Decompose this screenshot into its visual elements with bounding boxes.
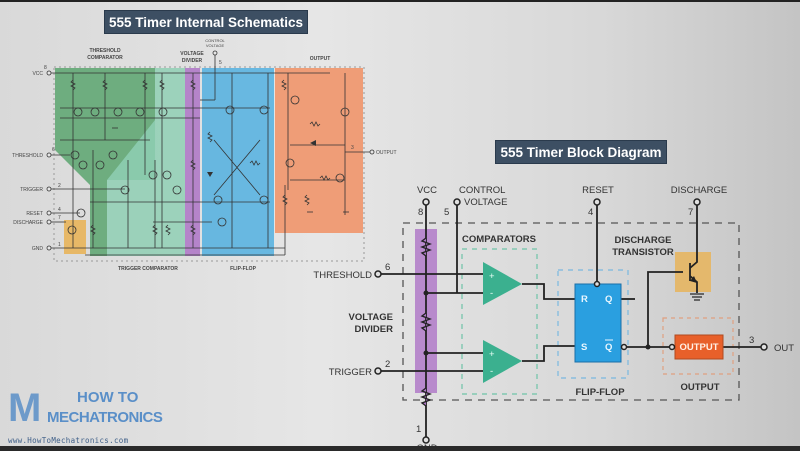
discharge-region bbox=[64, 220, 86, 254]
block-junctions bbox=[423, 290, 651, 356]
pin-discharge-label: DISCHARGE bbox=[671, 185, 727, 196]
transistor-emitter-arrow bbox=[690, 276, 697, 283]
pin-discharge-number: 7 bbox=[688, 207, 693, 218]
pin-vcc-number: 8 bbox=[418, 207, 423, 218]
schematic-wires bbox=[50, 55, 370, 256]
pin-out-number: 3 bbox=[749, 335, 754, 346]
control-voltage-label-2: VOLTAGE bbox=[206, 43, 225, 48]
pin-reset-label: RESET bbox=[582, 185, 614, 196]
ff-pin-q: Q bbox=[605, 294, 612, 305]
output-box bbox=[662, 317, 734, 375]
schem-pin-discharge: DISCHARGE bbox=[13, 220, 43, 226]
pin-out-label: OUT bbox=[774, 343, 794, 354]
flip-flop-block bbox=[574, 283, 622, 363]
howtomechatronics-logo: M HOW TO MECHATRONICS www.HowToMechatron… bbox=[5, 385, 163, 445]
flip-flop-label: FLIP-FLOP bbox=[575, 387, 625, 398]
block-wires bbox=[380, 205, 762, 438]
schem-pin-threshold-num: 6 bbox=[52, 147, 55, 153]
schem-pin-discharge-num: 7 bbox=[58, 215, 61, 221]
schem-pin-gnd-num: 1 bbox=[58, 242, 61, 248]
voltage-divider-region bbox=[185, 68, 200, 256]
comp1-plus: + bbox=[489, 271, 495, 282]
logo-url: www.HowToMechatronics.com bbox=[8, 436, 129, 445]
flip-flop-region bbox=[202, 68, 274, 256]
schem-pin-gnd: GND bbox=[32, 246, 44, 252]
pin-control-label-2: VOLTAGE bbox=[464, 197, 507, 208]
schem-pin-reset-num: 4 bbox=[58, 207, 61, 213]
block-pin-terminals bbox=[374, 198, 768, 444]
schematic-ground-symbols bbox=[112, 127, 349, 213]
logo-line2: MECHATRONICS bbox=[47, 409, 163, 426]
voltage-divider-label-1: VOLTAGE bbox=[180, 51, 204, 57]
schem-pin-vcc: VCC bbox=[32, 71, 43, 77]
trigger-comparator bbox=[483, 340, 522, 383]
schematic-boundary bbox=[53, 66, 365, 262]
flip-flop-section-label: FLIP-FLOP bbox=[230, 266, 256, 272]
pin-trigger-number: 2 bbox=[385, 359, 390, 370]
control-voltage-label-1: CONTROL bbox=[205, 38, 225, 43]
output-section-label: OUTPUT bbox=[310, 56, 331, 62]
ff-pin-r: R bbox=[581, 294, 588, 305]
schem-pin-threshold: THRESHOLD bbox=[12, 153, 43, 159]
pin-threshold-label: THRESHOLD bbox=[313, 270, 372, 281]
pin-control-label-1: CONTROL bbox=[459, 185, 505, 196]
top-frame-border bbox=[0, 0, 800, 2]
ic-boundary bbox=[402, 222, 740, 401]
voltage-divider-label-2: DIVIDER bbox=[182, 58, 203, 64]
schem-pin-vcc-num: 8 bbox=[44, 65, 47, 71]
threshold-comparator-label-1: THRESHOLD bbox=[89, 48, 121, 54]
discharge-ground-icon bbox=[690, 293, 704, 301]
diode-d1 bbox=[310, 140, 316, 146]
schem-pin-control-num: 5 bbox=[219, 60, 222, 66]
output-block-label: OUTPUT bbox=[679, 342, 718, 353]
threshold-comparator bbox=[483, 262, 522, 305]
threshold-comparator-region bbox=[55, 68, 155, 256]
comp1-minus: - bbox=[490, 288, 493, 299]
diode-d2 bbox=[207, 172, 213, 177]
output-label: OUTPUT bbox=[680, 382, 719, 393]
threshold-comparator-label-2: COMPARATOR bbox=[87, 55, 123, 61]
voltage-divider-label-1: VOLTAGE bbox=[348, 312, 393, 323]
pin-threshold-number: 6 bbox=[385, 262, 390, 273]
discharge-transistor-label-1: DISCHARGE bbox=[614, 235, 671, 246]
ff-pin-qbar: Q bbox=[605, 342, 612, 353]
pin-vcc-label: VCC bbox=[417, 185, 437, 196]
output-block bbox=[674, 334, 724, 360]
divider-resistors bbox=[420, 237, 432, 407]
schematic-transistors bbox=[67, 95, 350, 235]
schem-pin-trigger: TRIGGER bbox=[20, 187, 43, 193]
block-diagram-title: 555 Timer Block Diagram bbox=[495, 140, 667, 164]
pin-reset-number: 4 bbox=[588, 207, 593, 218]
schem-pin-reset: RESET bbox=[26, 211, 43, 217]
pin-control-number: 5 bbox=[444, 207, 449, 218]
pin-gnd-number: 1 bbox=[416, 424, 421, 435]
schematic-pin-terminals bbox=[46, 50, 375, 251]
schem-pin-output: OUTPUT bbox=[376, 150, 397, 156]
voltage-divider-label-2: DIVIDER bbox=[354, 324, 393, 335]
comp2-plus: + bbox=[489, 349, 495, 360]
schem-pin-output-num: 3 bbox=[351, 145, 354, 151]
schem-pin-trigger-num: 2 bbox=[58, 183, 61, 189]
comp2-minus: - bbox=[490, 366, 493, 377]
comparators-label: COMPARATORS bbox=[462, 234, 536, 245]
schematic-title: 555 Timer Internal Schematics bbox=[104, 10, 308, 34]
output-region bbox=[275, 68, 363, 233]
logo-m-glyph: M bbox=[8, 386, 42, 430]
logo-line1: HOW TO bbox=[77, 389, 139, 406]
bottom-frame-border bbox=[0, 446, 800, 451]
pin-trigger-label: TRIGGER bbox=[329, 367, 372, 378]
flip-flop-box bbox=[557, 269, 629, 379]
ff-pin-s: S bbox=[581, 342, 587, 353]
schematic-resistors bbox=[70, 79, 331, 236]
trigger-comparator-label: TRIGGER COMPARATOR bbox=[118, 266, 178, 272]
discharge-transistor-label-2: TRANSISTOR bbox=[612, 247, 674, 258]
